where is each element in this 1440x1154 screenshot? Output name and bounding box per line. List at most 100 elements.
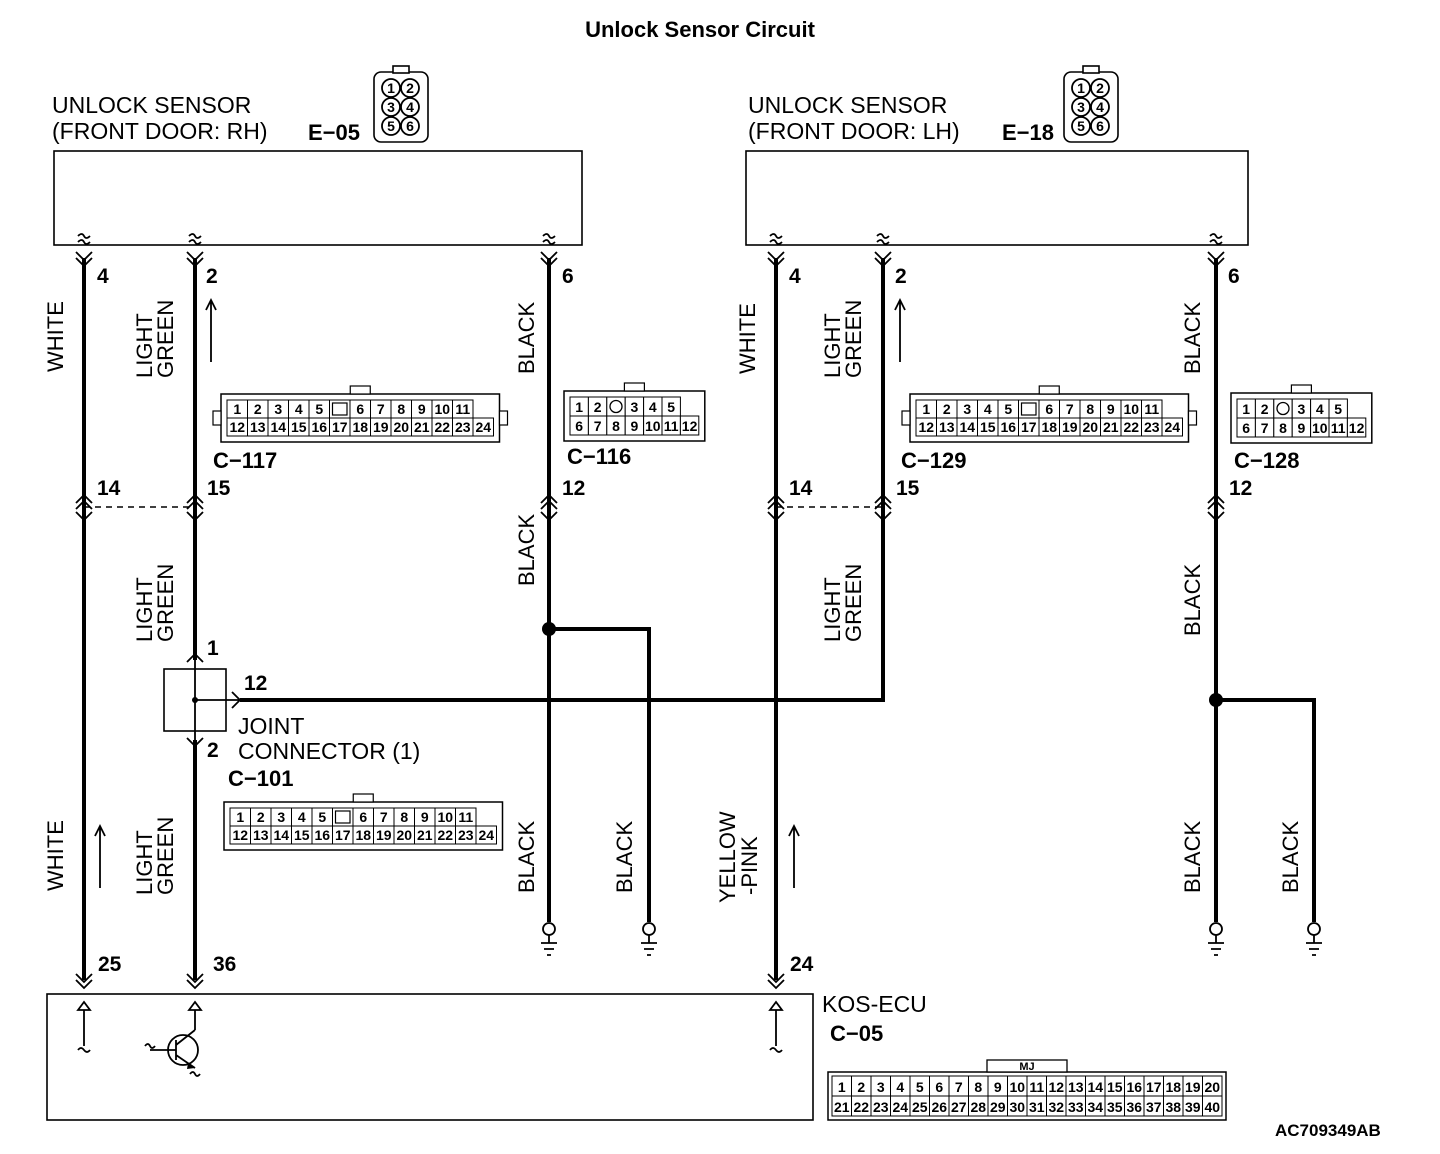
wire-label-green-rh-bottom: GREEN (153, 817, 178, 895)
connector-pin-label: 27 (951, 1099, 967, 1115)
connector-pin-label: 3 (1298, 401, 1306, 417)
connector-pin-label: 10 (1123, 401, 1139, 417)
rh-pin-white: 4 (97, 265, 109, 288)
connector-pin-label: 20 (393, 419, 409, 435)
connector-pin-label: 22 (434, 419, 450, 435)
ground-lh-2-icon (1306, 922, 1322, 956)
connector-pin-label: 21 (417, 827, 433, 843)
connector-pin-label: 12 (682, 418, 698, 434)
connector-pin-label: 10 (645, 418, 661, 434)
sensor-rh-pin-4: 4 (406, 99, 414, 115)
connector-pin-label: 6 (1242, 420, 1250, 436)
sensor-lh-pin-6: 6 (1096, 118, 1104, 134)
ground-rh-2-icon (641, 922, 657, 956)
connector-lock-icon (1276, 401, 1290, 416)
sensor-pin-numbers: 4 2 6 4 2 6 (97, 265, 1240, 288)
sensor-rh-terminals (75, 233, 558, 268)
connector-pin-label: 10 (1009, 1079, 1025, 1095)
connector-pin-label: 23 (455, 419, 471, 435)
sensor-lh: UNLOCK SENSOR (FRONT DOOR: LH) E−18 1 2 … (745, 65, 1249, 246)
sensor-rh: UNLOCK SENSOR (FRONT DOOR: RH) E−05 1 2 … (52, 65, 583, 246)
connector-pin-label: 9 (1298, 420, 1306, 436)
connector-pin-label: 23 (458, 827, 474, 843)
connector-pin-label: 7 (1066, 401, 1074, 417)
connector-pin-label: 11 (1144, 401, 1159, 417)
connector-pin-label: 18 (355, 827, 371, 843)
connector-pin-label: 2 (594, 399, 602, 415)
connector-pin-label: 13 (253, 827, 269, 843)
connector-pin-label: 17 (1021, 419, 1037, 435)
terminal-symbols (75, 233, 1225, 990)
connector-pin-label: 15 (980, 419, 996, 435)
connector-pin-label: 16 (314, 827, 330, 843)
joint-connector: 1 12 2 JOINT CONNECTOR (1) C−101 (163, 637, 420, 791)
connector-pin-label: 23 (873, 1099, 889, 1115)
connector-pin-label: 14 (273, 827, 289, 843)
connector-pin-label: 4 (295, 401, 303, 417)
connector-pin-label: 18 (1041, 419, 1057, 435)
connector-pin-label: 38 (1165, 1099, 1181, 1115)
connector-pin-label: 16 (1000, 419, 1016, 435)
connector-pin-label: 17 (332, 419, 348, 435)
connector-pin-label: 11 (455, 401, 470, 417)
ecu-pin-white: 25 (98, 953, 122, 976)
connector-pin-label: 9 (418, 401, 426, 417)
connector-tab (1038, 385, 1060, 395)
ecu-input-symbols (76, 1000, 784, 1053)
wire-rh-black-branch (549, 627, 651, 922)
connector-pin-label: 37 (1146, 1099, 1162, 1115)
connector-pin-label: 8 (1279, 420, 1287, 436)
arrow-up-icon (788, 823, 800, 888)
connector-lock-icon (609, 399, 623, 414)
connector-pin-label: 1 (575, 399, 583, 415)
connector-pin-label: 6 (575, 418, 583, 434)
connector-pin-label: 39 (1185, 1099, 1201, 1115)
wire-label-light-rh-bottom: LIGHT (132, 830, 157, 895)
connector-pin-label: 3 (877, 1079, 885, 1095)
connector-pin-label: 6 (359, 809, 367, 825)
signal-arrows (94, 297, 906, 888)
connector-pin-label: 1 (1242, 401, 1250, 417)
arrow-up-icon (94, 823, 106, 888)
connector-pin-label: 12 (1048, 1079, 1064, 1095)
inline-connector-chevrons (75, 493, 1225, 522)
connector-pin-label: 16 (311, 419, 327, 435)
connector-ear (901, 410, 911, 426)
connector-pin-label: 22 (853, 1099, 869, 1115)
connector-pin-label: 19 (1185, 1079, 1201, 1095)
lh-pin-green: 2 (895, 265, 907, 288)
connector-pin-label: 15 (291, 419, 307, 435)
connector-pin-label: 21 (834, 1099, 850, 1115)
wire-label-black-rh-mid: BLACK (514, 514, 539, 586)
mid-pin-numbers: 14 15 12 14 15 12 (97, 477, 1252, 500)
connector-pin-label: 22 (437, 827, 453, 843)
sensor-lh-name-line2: (FRONT DOOR: LH) (748, 118, 960, 144)
sensor-lh-pin-5: 5 (1077, 118, 1085, 134)
sensor-rh-connector-id: E−05 (308, 120, 360, 145)
connector-pin-label: 3 (274, 401, 282, 417)
connector-pin-label: 20 (1204, 1079, 1220, 1095)
connector-pin-label: 28 (970, 1099, 986, 1115)
connector-pin-label: 36 (1126, 1099, 1142, 1115)
connector-pin-label: 7 (594, 418, 602, 434)
connector-lock-icon (331, 402, 348, 416)
wire-label-green-rh-top: GREEN (153, 300, 178, 378)
connector-pin-label: 9 (421, 809, 429, 825)
joint-connector-id: C−101 (228, 766, 293, 791)
sensor-rh-pin-2: 2 (406, 80, 414, 96)
mid-pin-lh-green: 15 (896, 477, 920, 500)
wire-label-black-rh-bottom-2: BLACK (612, 821, 637, 893)
connector-pin-label: 24 (1164, 419, 1180, 435)
mid-pin-rh-green: 15 (207, 477, 231, 500)
connector-pin-label: 29 (990, 1099, 1006, 1115)
wire-label-light-lh-top: LIGHT (820, 313, 845, 378)
connector-pin-label: 7 (377, 401, 385, 417)
ground-lh-1-icon (1208, 922, 1224, 956)
wire-label-black-lh-mid: BLACK (1180, 564, 1205, 636)
kos-ecu: 25 36 24 KOS-ECU C−05 (46, 953, 927, 1121)
connector-pin-label: 34 (1087, 1099, 1103, 1115)
